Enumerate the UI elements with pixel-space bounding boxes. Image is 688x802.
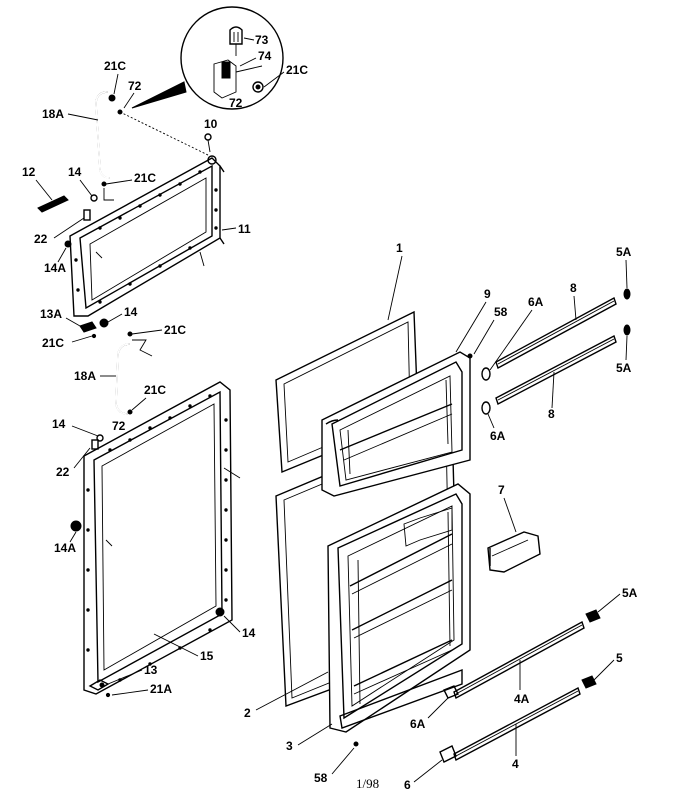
callout-5A-lower: 5A — [622, 586, 638, 600]
callout-21A: 21A — [150, 682, 172, 696]
callout-21C-upper-mid: 21C — [134, 171, 156, 185]
callout-13A: 13A — [40, 307, 62, 321]
callout-21C-hinge: 21C — [42, 336, 64, 350]
fresh-food-door-assembly — [83, 381, 241, 695]
callout-5A-second: 5A — [616, 361, 632, 375]
callout-10: 10 — [204, 117, 218, 131]
freezer-door-assembly — [69, 157, 225, 317]
callout-14-upper: 14 — [68, 165, 82, 179]
callout-72-upper: 72 — [128, 79, 142, 93]
callout-58-lower: 58 — [314, 771, 328, 785]
callout-3: 3 — [286, 739, 293, 753]
callout-21C-lower-top: 21C — [164, 323, 186, 337]
callout-14A-lower: 14A — [54, 541, 76, 555]
callout-6: 6 — [404, 778, 411, 792]
callout-7: 7 — [498, 483, 505, 497]
callout-14-lower: 14 — [52, 417, 66, 431]
callout-4: 4 — [512, 757, 519, 771]
callout-9: 9 — [484, 287, 491, 301]
trim-lower-4A — [453, 620, 585, 700]
trim-upper-8a — [495, 296, 617, 370]
callout-6A-lower: 6A — [410, 717, 426, 731]
callout-14-lower-hinge: 14 — [242, 626, 256, 640]
callout-13: 13 — [144, 663, 158, 677]
callout-12: 12 — [22, 165, 36, 179]
callout-1: 1 — [396, 241, 403, 255]
badge-12 — [37, 195, 69, 213]
callout-58-upper: 58 — [494, 305, 508, 319]
callout-21C-upper-handle: 21C — [104, 59, 126, 73]
callout-5: 5 — [616, 651, 623, 665]
callout-21C-detail: 21C — [286, 63, 308, 77]
callout-14-hinge: 14 — [124, 305, 138, 319]
callout-4A: 4A — [514, 692, 530, 706]
callout-22-lower: 22 — [56, 465, 70, 479]
callout-6A-mid: 6A — [490, 429, 506, 443]
callout-14A-upper: 14A — [44, 261, 66, 275]
freezer-door-liner — [321, 351, 471, 497]
revision-date: 1/98 — [356, 776, 379, 791]
callout-21C-lower-handle: 21C — [144, 383, 166, 397]
callout-74: 74 — [258, 49, 272, 63]
callout-5A-top: 5A — [616, 245, 632, 259]
callout-18A-upper: 18A — [42, 107, 64, 121]
callout-11: 11 — [238, 222, 251, 236]
callout-2: 2 — [244, 706, 251, 720]
callout-8-lower: 8 — [548, 407, 555, 421]
callout-18A-lower: 18A — [74, 369, 96, 383]
trim-upper-8b — [495, 334, 617, 406]
trim-lower-4 — [453, 686, 581, 762]
dairy-door-7 — [487, 531, 541, 573]
callout-22-upper: 22 — [34, 232, 48, 246]
detail-magnifier — [131, 6, 284, 110]
fresh-food-door-liner — [327, 483, 471, 733]
callout-72-detail: 72 — [229, 96, 243, 110]
callout-73: 73 — [255, 33, 269, 47]
callout-72-lower: 72 — [112, 419, 126, 433]
callout-15: 15 — [200, 649, 214, 663]
callout-6A-upper: 6A — [528, 295, 544, 309]
callout-8-upper: 8 — [570, 281, 577, 295]
